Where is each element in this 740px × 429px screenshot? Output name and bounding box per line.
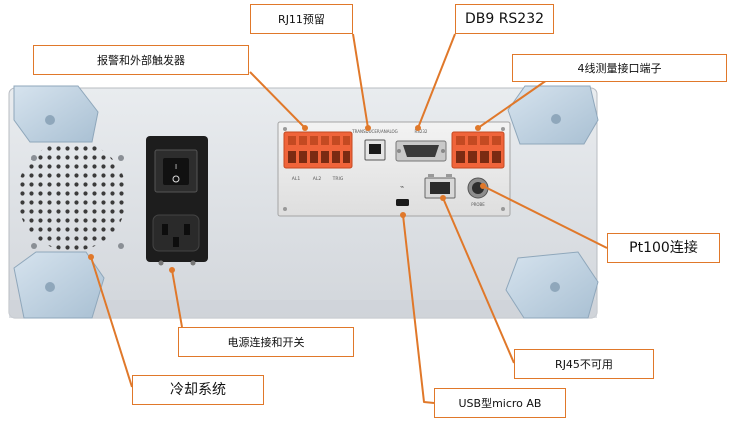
- callout-four-wire-terminal: 4线测量接口端子: [512, 54, 727, 82]
- foot-top-left: [13, 85, 99, 143]
- leader-pt100: [482, 185, 608, 249]
- leader-four-wire: [477, 79, 548, 129]
- leader-power: [171, 269, 183, 328]
- db9-port-label: RS232: [415, 129, 428, 134]
- db9-port: [395, 140, 447, 162]
- callout-cooling-system: 冷却系统: [132, 375, 264, 405]
- callout-rj11-reserved: RJ11预留: [250, 4, 353, 34]
- callout-db9-rs232: DB9 RS232: [455, 4, 554, 34]
- leader-db9: [417, 33, 456, 129]
- pt100-port-label: PROBE: [471, 202, 485, 207]
- four-wire-terminal-block: [451, 131, 505, 169]
- leader-rj45: [442, 197, 515, 364]
- rj45-port: [424, 174, 456, 199]
- callout-usb-micro-ab: USB型micro AB: [434, 388, 566, 418]
- rj11-port: [364, 139, 386, 161]
- leader-usb: [402, 214, 435, 404]
- foot-bottom-left: [13, 251, 105, 319]
- leader-dots: [88, 125, 486, 273]
- leader-rj11: [352, 33, 369, 129]
- leader-lines: [90, 33, 608, 404]
- rj11-port-label: TRANSDUCER/ANALOG: [351, 129, 398, 134]
- callout-pt100-connection: Pt100连接: [607, 233, 720, 263]
- usb-micro-port: ⌁: [396, 183, 409, 206]
- callout-rj45-unavailable: RJ45不可用: [514, 349, 654, 379]
- foot-bottom-right: [505, 251, 599, 319]
- alarm-terminal-label-3: TRIG: [332, 176, 344, 182]
- svg-text:I: I: [175, 163, 177, 171]
- leader-cooling: [90, 256, 133, 388]
- chassis-bottom-strip: [9, 300, 597, 318]
- foot-top-right: [507, 85, 599, 145]
- callout-power-connection-switch: 电源连接和开关: [178, 327, 354, 357]
- svg-text:⌁: ⌁: [400, 183, 404, 191]
- alarm-terminal-label-2: AL2: [313, 176, 322, 182]
- callout-alarm-external-trigger: 报警和外部触发器: [33, 45, 249, 75]
- alarm-terminal-label-1: AL1: [292, 176, 301, 182]
- alarm-terminal-block: [283, 131, 353, 169]
- leader-alarm: [249, 71, 306, 129]
- fan-grille: [17, 141, 127, 251]
- power-entry-module: I: [146, 136, 208, 266]
